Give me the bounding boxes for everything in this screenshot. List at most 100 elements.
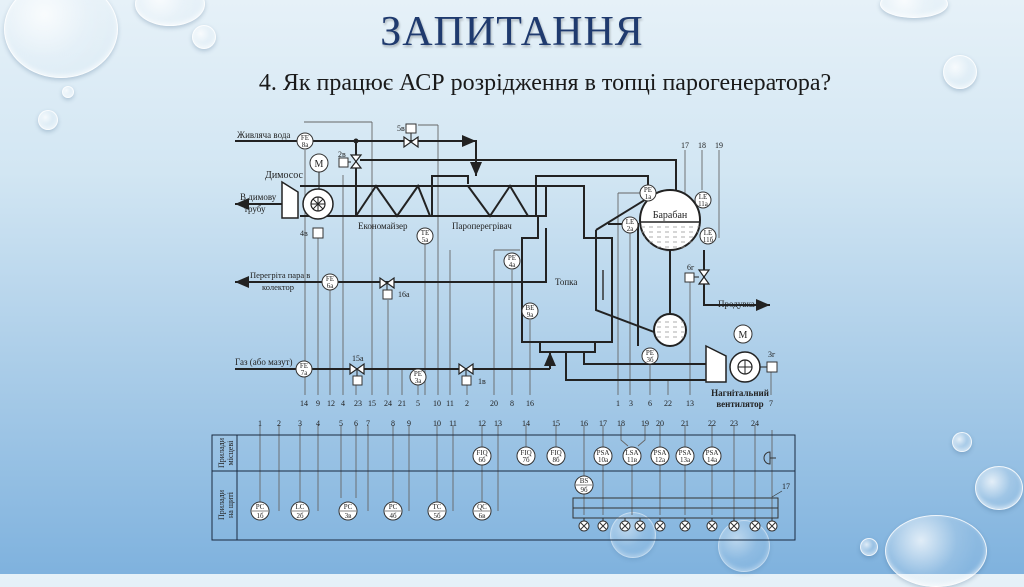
svg-text:PC: PC bbox=[256, 503, 265, 511]
svg-text:FIQ: FIQ bbox=[550, 449, 561, 457]
water-drop bbox=[860, 538, 878, 556]
svg-text:6: 6 bbox=[354, 419, 358, 428]
svg-text:5в: 5в bbox=[397, 124, 405, 133]
svg-text:17: 17 bbox=[681, 141, 689, 150]
svg-text:3а: 3а bbox=[415, 377, 423, 385]
svg-text:17: 17 bbox=[782, 482, 790, 491]
process-lines bbox=[235, 135, 770, 381]
svg-text:19: 19 bbox=[641, 419, 649, 428]
question-text: 4. Як працює АСР розрідження в топці пар… bbox=[258, 70, 832, 96]
svg-text:14: 14 bbox=[300, 399, 308, 408]
lower-drum bbox=[653, 313, 687, 347]
svg-text:1б: 1б bbox=[256, 512, 264, 520]
slide-title: ЗАПИТАННЯ bbox=[380, 9, 644, 55]
water-drop bbox=[975, 466, 1023, 510]
svg-text:FE: FE bbox=[326, 275, 334, 283]
svg-text:5а: 5а bbox=[422, 236, 430, 244]
svg-text:QC: QC bbox=[477, 503, 487, 511]
svg-text:8: 8 bbox=[391, 419, 395, 428]
motor-icon bbox=[733, 324, 753, 344]
panel-column-numbers: 1 2 3 4 5 6 7 8 9 10 11 12 13 14 15 16 1… bbox=[258, 419, 759, 428]
signal-lamps bbox=[578, 518, 778, 532]
actuator-3g bbox=[766, 361, 778, 373]
svg-text:PC: PC bbox=[344, 503, 353, 511]
signal-lamp-icon bbox=[728, 518, 740, 532]
svg-text:3: 3 bbox=[629, 399, 633, 408]
svg-text:15а: 15а bbox=[352, 354, 364, 363]
svg-text:PSA: PSA bbox=[679, 449, 692, 457]
svg-text:10а: 10а bbox=[598, 456, 609, 464]
svg-text:6а: 6а bbox=[327, 282, 335, 290]
svg-text:9: 9 bbox=[316, 399, 320, 408]
water-drop bbox=[4, 0, 118, 78]
svg-text:7: 7 bbox=[366, 419, 370, 428]
svg-text:В димову: В димову bbox=[240, 192, 277, 202]
svg-text:Перегріта пара в: Перегріта пара в bbox=[250, 270, 310, 280]
svg-text:7б: 7б bbox=[522, 456, 530, 464]
svg-text:Продувка: Продувка bbox=[718, 299, 755, 309]
instrument-panel: Прилади місцеві Прилади на щиті 1 2 3 4 … bbox=[211, 419, 796, 541]
water-drop bbox=[610, 512, 656, 558]
svg-text:Прилади: Прилади bbox=[217, 437, 226, 468]
svg-text:10: 10 bbox=[433, 419, 441, 428]
svg-text:BE: BE bbox=[526, 304, 535, 312]
svg-text:1: 1 bbox=[258, 419, 262, 428]
svg-text:2в: 2в bbox=[338, 150, 346, 159]
svg-text:14а: 14а bbox=[707, 456, 718, 464]
water-drop bbox=[718, 520, 770, 572]
svg-text:PE: PE bbox=[644, 186, 652, 194]
svg-text:15: 15 bbox=[368, 399, 376, 408]
svg-text:PSA: PSA bbox=[706, 449, 719, 457]
svg-text:14: 14 bbox=[522, 419, 530, 428]
svg-text:PSA: PSA bbox=[654, 449, 667, 457]
svg-text:M: M bbox=[315, 159, 324, 170]
svg-text:12: 12 bbox=[327, 399, 335, 408]
svg-text:12: 12 bbox=[478, 419, 486, 428]
svg-text:FE: FE bbox=[301, 134, 309, 142]
svg-text:18: 18 bbox=[698, 141, 706, 150]
svg-text:TC: TC bbox=[433, 503, 442, 511]
svg-text:TE: TE bbox=[421, 229, 430, 237]
svg-text:Газ (або мазут): Газ (або мазут) bbox=[235, 357, 293, 367]
water-drop bbox=[62, 86, 74, 98]
bottom-line-numbers: 14 9 12 4 23 15 24 21 5 10 11 2 20 8 16 … bbox=[300, 399, 773, 408]
svg-text:24: 24 bbox=[384, 399, 392, 408]
svg-text:9б: 9б bbox=[580, 486, 588, 494]
signal-lamp-icon bbox=[597, 518, 609, 532]
svg-text:8а: 8а bbox=[302, 141, 310, 149]
valve-1v: 1в bbox=[458, 362, 486, 386]
svg-text:17: 17 bbox=[599, 419, 607, 428]
svg-text:PE: PE bbox=[414, 370, 422, 378]
svg-text:21: 21 bbox=[398, 399, 406, 408]
svg-text:PSA: PSA bbox=[597, 449, 610, 457]
svg-text:19: 19 bbox=[715, 141, 723, 150]
svg-text:на щиті: на щиті bbox=[226, 491, 235, 518]
svg-text:11б: 11б bbox=[703, 236, 714, 244]
svg-text:колектор: колектор bbox=[262, 282, 294, 292]
svg-text:16а: 16а bbox=[398, 290, 410, 299]
svg-text:LC: LC bbox=[296, 503, 305, 511]
svg-text:15: 15 bbox=[552, 419, 560, 428]
svg-text:FIQ: FIQ bbox=[476, 449, 487, 457]
svg-text:10: 10 bbox=[433, 399, 441, 408]
svg-text:PE: PE bbox=[508, 254, 516, 262]
water-drop bbox=[192, 25, 216, 49]
drum-line-numbers: 17 18 19 bbox=[681, 141, 723, 150]
water-drop bbox=[38, 110, 58, 130]
valve-6g: 6г bbox=[684, 263, 711, 285]
svg-text:Нагнітальний: Нагнітальний bbox=[711, 388, 769, 398]
signal-lamp-icon bbox=[634, 518, 646, 532]
signal-lamp-icon bbox=[654, 518, 666, 532]
svg-text:LE: LE bbox=[699, 193, 708, 201]
svg-text:13: 13 bbox=[494, 419, 502, 428]
svg-text:7а: 7а bbox=[301, 369, 309, 377]
svg-text:16: 16 bbox=[526, 399, 534, 408]
signal-lines bbox=[259, 121, 773, 523]
svg-text:9а: 9а bbox=[527, 311, 535, 319]
svg-text:7: 7 bbox=[769, 399, 773, 408]
svg-text:20: 20 bbox=[490, 399, 498, 408]
svg-text:Пароперегрівач: Пароперегрівач bbox=[452, 221, 512, 231]
svg-text:4б: 4б bbox=[389, 512, 397, 520]
svg-text:13: 13 bbox=[686, 399, 694, 408]
